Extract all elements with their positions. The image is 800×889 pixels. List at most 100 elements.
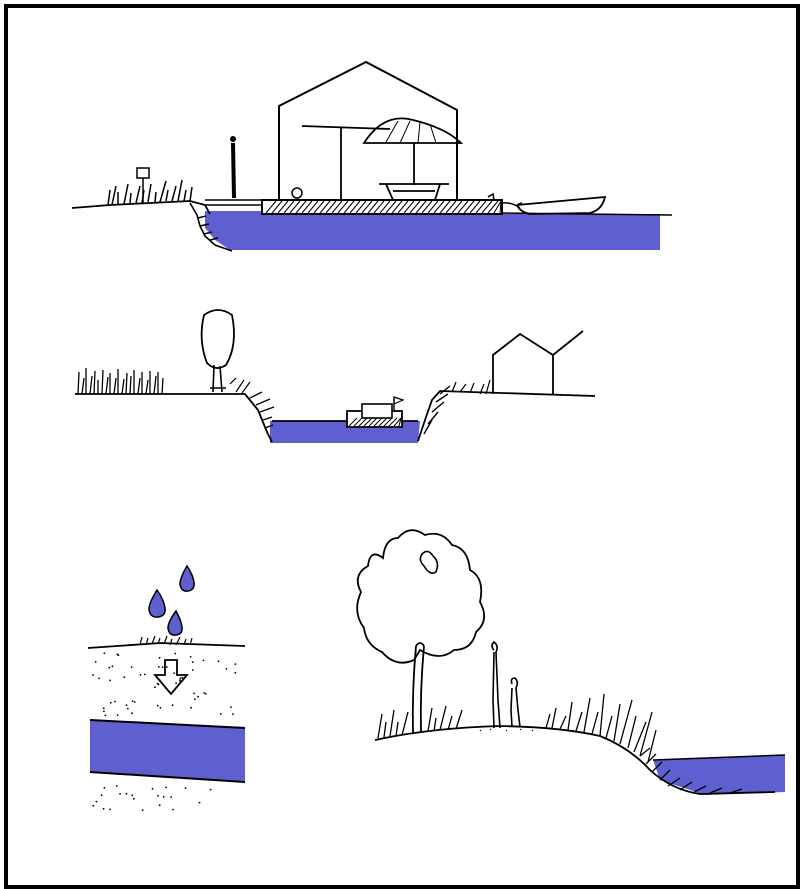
soil-dot: [199, 802, 201, 804]
soil-dot: [210, 789, 212, 791]
raindrop-icon: [180, 566, 194, 591]
soil-dot: [105, 715, 107, 717]
soil-dot: [114, 701, 116, 703]
soil-dot: [180, 677, 182, 679]
soil-dot: [92, 805, 94, 807]
soil-dot: [112, 665, 114, 667]
panel-rain-infiltration: [88, 566, 245, 811]
soil-dot: [163, 796, 165, 798]
soil-dot: [203, 692, 205, 694]
soil-dot: [96, 801, 98, 803]
soil-dot: [92, 674, 94, 676]
soil-dot: [175, 682, 177, 684]
soil-dot: [218, 660, 220, 662]
soil-dot: [109, 809, 111, 811]
ground-dots: [480, 729, 533, 731]
raindrop-icon: [168, 611, 182, 635]
panel-pavilion-on-water: [72, 62, 672, 251]
soil-dot: [152, 788, 154, 790]
soil-dot: [158, 666, 160, 668]
panel-sunken-channel: [75, 310, 595, 443]
soil-dot: [154, 686, 156, 688]
soil-dot: [144, 674, 146, 676]
soil-dot: [185, 787, 187, 789]
walkway: [205, 200, 262, 205]
soil-dot: [116, 785, 118, 787]
small-house: [493, 331, 583, 394]
soil-dot: [157, 795, 159, 797]
figure-tall: [492, 642, 500, 728]
soil-dot: [98, 678, 100, 680]
soil-dot: [170, 796, 172, 798]
soil-dot: [131, 666, 133, 668]
soil-dot: [103, 707, 105, 709]
soil-dot: [127, 708, 129, 710]
soil-dot: [131, 794, 133, 796]
soil-dot: [116, 654, 118, 656]
flag: [394, 397, 403, 412]
soil-dot: [126, 793, 128, 795]
soil-dot: [157, 683, 159, 685]
soil-dot: [193, 693, 195, 695]
soil-dot: [103, 652, 105, 654]
soil-dot: [165, 687, 167, 689]
standing-person: [230, 136, 236, 198]
soil-dot: [160, 707, 162, 709]
soil-dot: [134, 701, 136, 703]
soil-dot: [194, 698, 196, 700]
water-body: [205, 211, 660, 250]
soil-dot: [95, 661, 97, 663]
soil-dot: [159, 657, 161, 659]
soil-dot: [109, 680, 111, 682]
soil-dot: [165, 787, 167, 789]
soil-dot: [197, 696, 199, 698]
soil-dot: [133, 798, 135, 800]
tree-trunk: [413, 643, 424, 733]
soil-dot: [119, 793, 121, 795]
soil-dot: [131, 712, 133, 714]
soil-dot: [234, 672, 236, 674]
soil-dot: [123, 676, 125, 678]
soil-dot: [232, 713, 234, 715]
soil-dot: [172, 809, 174, 811]
soil-dot: [230, 706, 232, 708]
soil-dot: [132, 700, 134, 702]
soil-dot: [192, 669, 194, 671]
soil-dot: [103, 808, 105, 810]
soil-dot: [192, 661, 194, 663]
soil-dot: [179, 679, 181, 681]
tree-knot: [420, 551, 437, 573]
soil-dot: [179, 681, 181, 683]
soil-dot: [174, 653, 176, 655]
soil-dot: [126, 704, 128, 706]
signpost: [137, 168, 149, 178]
gable-house: [279, 62, 457, 200]
soil-dot: [117, 714, 119, 716]
soil-dot: [173, 672, 175, 674]
ground-line-left: [72, 201, 210, 214]
soil-dot: [103, 710, 105, 712]
soil-dot: [190, 707, 192, 709]
soil-dot: [104, 787, 106, 789]
soil-surface: [88, 643, 245, 648]
soil-dot: [182, 677, 184, 679]
soil-dot: [108, 667, 110, 669]
soil-dot: [157, 705, 159, 707]
soil-dot: [203, 660, 205, 662]
soil-dot: [205, 693, 207, 695]
soil-dot: [159, 679, 161, 681]
rowboat: [517, 197, 605, 214]
groundwater-layer: [90, 720, 245, 781]
soil-dot: [166, 666, 168, 668]
soil-dot: [142, 809, 144, 811]
panel-tree-slope-stream: [357, 530, 785, 795]
soil-dot: [226, 668, 228, 670]
soil-dot: [140, 674, 142, 676]
soil-dot: [190, 656, 192, 658]
soil-dot: [110, 702, 112, 704]
soil-dot: [159, 804, 161, 806]
soil-dot: [235, 663, 237, 665]
raindrop-icon: [149, 590, 165, 617]
shrub: [202, 310, 250, 393]
